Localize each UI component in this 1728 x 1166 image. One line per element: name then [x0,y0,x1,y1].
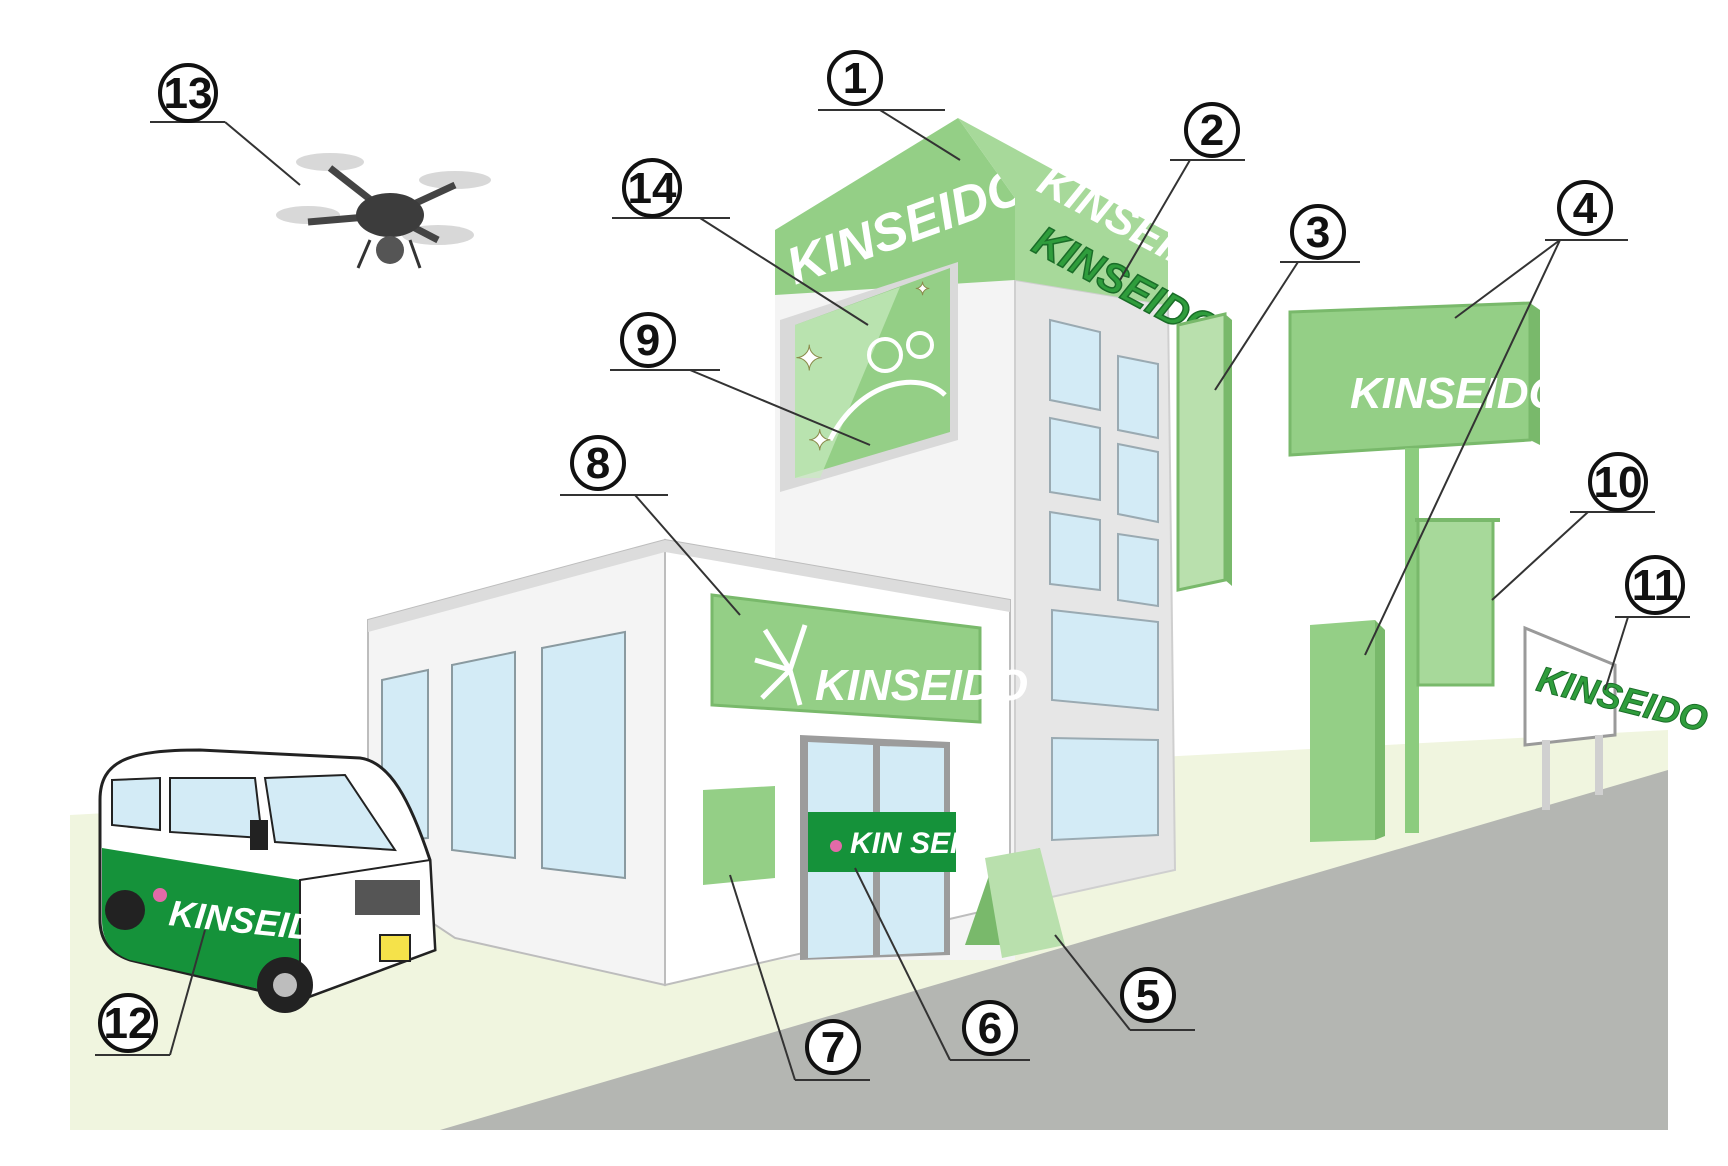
projecting-sign [1176,312,1227,592]
shop-roof-edge [368,540,1010,632]
pole-sign-edge [1530,303,1540,445]
svg-text:7: 7 [821,1023,845,1072]
svg-text:3: 3 [1306,208,1330,257]
callout-10: 10 [1491,452,1655,601]
van-mirror [250,820,268,850]
rooftop-sign-side [958,118,1168,305]
callout-2: 2 [1119,102,1245,281]
callout-9: 9 [610,312,871,446]
callout-11: 11 [1604,555,1690,691]
callout-5: 5 [1054,934,1195,1031]
svg-text:10: 10 [1594,458,1643,507]
van: KINSEIDO [98,748,437,1013]
svg-text:8: 8 [586,439,610,488]
svg-text:9: 9 [636,316,660,365]
van-windshield [263,773,397,852]
svg-text:1: 1 [843,54,867,103]
banner-sign [1416,518,1495,687]
billboard-art-bubble [867,337,903,373]
van-wheel-rear [105,890,145,930]
callout-4: 4 [1364,180,1628,656]
pole [1405,448,1419,833]
van-plate [379,934,411,962]
van-flower-logo-icon [153,888,167,902]
billboard-art-bubble-2 [906,331,934,359]
van-wheel-hub [273,973,297,997]
svg-text:13: 13 [164,69,213,118]
rooftop-sign-front [775,118,1015,295]
tower-windows [1049,318,1159,842]
svg-text:6: 6 [978,1004,1002,1053]
monument-sign [1310,620,1375,842]
board-sign-leg-2 [1595,735,1603,795]
callout-8: 8 [560,435,741,616]
callout-6: 6 [854,867,1030,1061]
svg-text:2: 2 [1200,106,1224,155]
flower-logo-dot-icon [830,840,842,852]
door-sheet-sign-text: KIN SEIDO [850,827,1003,860]
callout-12: 12 [95,929,206,1056]
callout-1: 1 [818,50,961,161]
fascia-sign-text: KINSEIDO [815,661,1028,710]
wall-billboard-glass [795,287,900,478]
fascia-sign [710,593,982,724]
pole-sign-text: KINSEIDO [1350,369,1563,418]
window-panel-sign [703,786,775,885]
svg-text:4: 4 [1573,184,1598,233]
svg-text:12: 12 [104,999,153,1048]
road [440,770,1668,1130]
sparkle-icon-3: ✦ [915,279,930,299]
projecting-sign-edge [1225,314,1232,586]
van-window-rear [111,776,161,832]
monument-sign-edge [1375,620,1385,840]
sparkle-icon: ✦ [795,340,824,378]
drone-icon [276,153,491,269]
svg-text:11: 11 [1632,561,1679,610]
a-frame-sign-front [985,848,1065,958]
callouts: 1 2 3 4 5 [95,50,1690,1081]
flower-logo-icon [754,624,808,706]
shop-side-windows [381,630,626,880]
board-sign-leg [1542,740,1550,810]
callout-14: 14 [612,158,869,326]
callout-7: 7 [729,874,870,1081]
billboard-art [827,379,947,442]
callout-3: 3 [1214,204,1360,391]
svg-text:5: 5 [1136,971,1160,1020]
van-grille [355,880,420,915]
van-wrap [102,848,300,998]
van-window-mid [169,777,264,840]
board-sign [1523,625,1617,747]
svg-text:14: 14 [628,164,677,213]
callout-13: 13 [150,63,301,186]
sparkle-icon-2: ✦ [808,425,831,456]
